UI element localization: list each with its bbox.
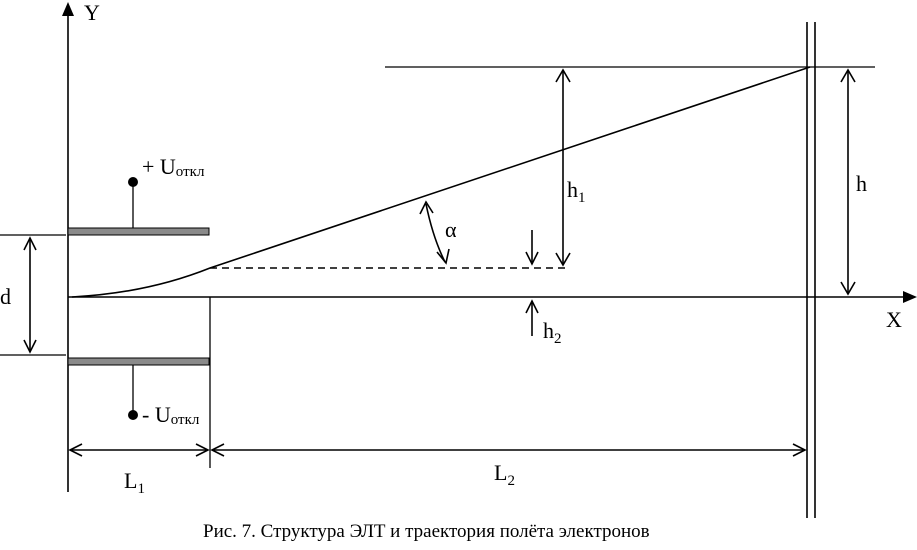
l2-label: L2: [494, 460, 515, 489]
alpha-arrow-top-icon: [419, 200, 434, 215]
u-minus-label: - Uоткл: [142, 402, 200, 428]
h-arrow-up-icon: [840, 68, 856, 83]
h1-label: h1: [567, 177, 586, 206]
h-label: h: [856, 171, 867, 196]
alpha-arc: [425, 203, 446, 263]
y-axis-label: Y: [84, 0, 100, 25]
lower-plate: [67, 357, 210, 366]
h1-arrow-down-icon: [555, 252, 571, 267]
lower-terminal-icon: [128, 410, 138, 420]
x-axis-label: X: [886, 307, 902, 332]
h-arrow-down-icon: [840, 281, 856, 296]
electron-trajectory: [71, 66, 811, 298]
d-label: d: [0, 284, 11, 309]
h2-arrow-bottom-icon: [525, 299, 539, 314]
l2-arrow-right-icon: [792, 443, 807, 457]
h2-arrow-top-icon: [525, 251, 539, 266]
figure-caption: Рис. 7. Структура ЭЛТ и траектория полёт…: [203, 521, 650, 542]
alpha-label: α: [445, 217, 457, 242]
upper-terminal-icon: [128, 177, 138, 187]
h1-arrow-up-icon: [555, 68, 571, 83]
x-axis-arrow-icon: [903, 291, 917, 303]
d-arrow-down-icon: [23, 339, 37, 354]
alpha-arrow-bottom-icon: [436, 248, 450, 265]
d-arrow-up-icon: [23, 236, 37, 251]
l1-label: L1: [124, 468, 145, 497]
l1-arrow-right-icon: [195, 443, 210, 457]
y-axis-arrow-icon: [62, 2, 74, 16]
h2-label: h2: [543, 318, 562, 347]
l2-arrow-left-icon: [210, 443, 225, 457]
l1-arrow-left-icon: [68, 443, 83, 457]
u-plus-label: + Uоткл: [142, 154, 205, 180]
upper-plate: [67, 227, 210, 236]
